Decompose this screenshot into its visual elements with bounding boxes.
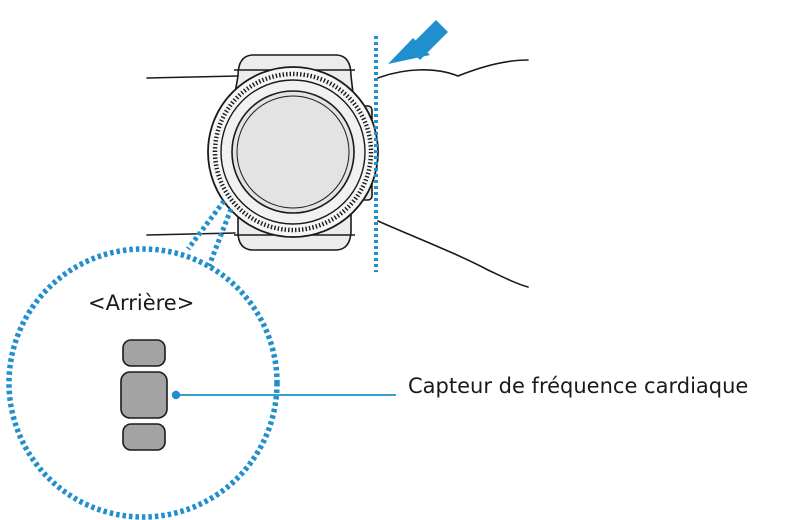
heart-rate-sensor-label: Capteur de fréquence cardiaque: [408, 374, 749, 398]
sensor-led-top: [122, 339, 166, 367]
watch-body: [207, 66, 379, 238]
sensor-led-bottom: [122, 423, 166, 451]
sensor-leader-dot: [171, 390, 181, 400]
heart-rate-sensor: [120, 339, 168, 451]
sensor-main: [120, 371, 168, 419]
arrow-icon: [388, 20, 448, 64]
back-view-label: <Arrière>: [88, 291, 195, 315]
zoom-callout-lines: [186, 199, 234, 267]
